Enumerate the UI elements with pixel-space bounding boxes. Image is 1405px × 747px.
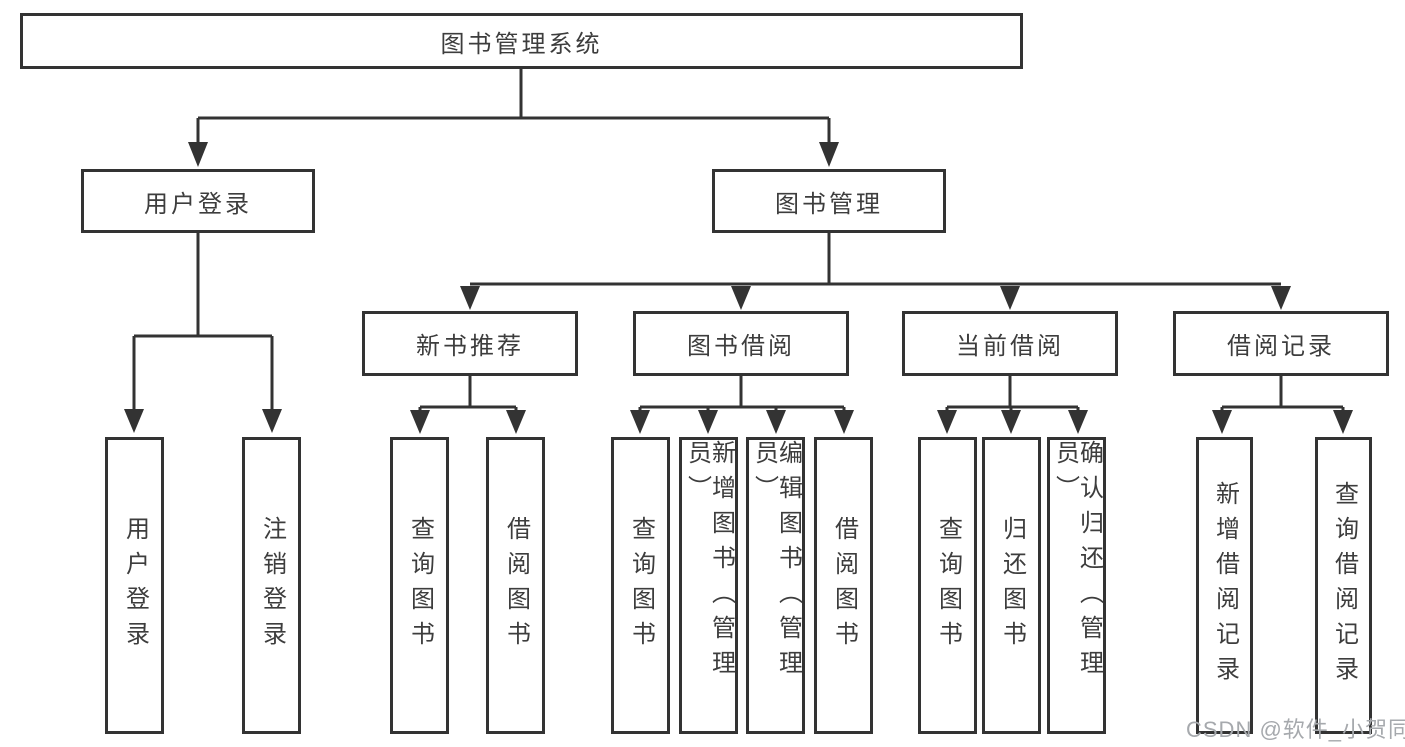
leaf-edit-book-admin-label: 编辑图书（管理员） bbox=[750, 440, 802, 685]
leaf-logout-login-label: 注销登录 bbox=[258, 515, 286, 656]
node-user-login: 用户登录 bbox=[81, 169, 315, 233]
connector-book-borrowing-to-leaves bbox=[630, 376, 854, 434]
node-new-book-recommend-label: 新书推荐 bbox=[416, 333, 524, 360]
leaf-edit-book-admin: 编辑图书（管理员） bbox=[746, 437, 805, 734]
leaf-add-book-admin: 新增图书（管理员） bbox=[679, 437, 738, 734]
leaf-query-borrow-record: 查询借阅记录 bbox=[1315, 437, 1372, 734]
connector-root-to-level2 bbox=[188, 69, 839, 167]
node-book-borrowing-label: 图书借阅 bbox=[687, 333, 795, 360]
node-borrowing-records-label: 借阅记录 bbox=[1227, 333, 1335, 360]
node-current-borrowing: 当前借阅 bbox=[902, 311, 1118, 376]
leaf-query-borrow-record-label: 查询借阅记录 bbox=[1330, 480, 1358, 691]
leaf-return-books: 归还图书 bbox=[982, 437, 1041, 734]
leaf-add-borrow-record-label: 新增借阅记录 bbox=[1211, 480, 1239, 691]
leaf-query-books-recommend-label: 查询图书 bbox=[406, 515, 434, 656]
leaf-query-books-recommend: 查询图书 bbox=[390, 437, 449, 734]
leaf-borrow-books-recommend: 借阅图书 bbox=[486, 437, 545, 734]
node-user-login-label: 用户登录 bbox=[144, 190, 252, 218]
leaf-add-book-admin-label: 新增图书（管理员） bbox=[683, 440, 735, 685]
leaf-logout-login: 注销登录 bbox=[242, 437, 301, 734]
leaf-confirm-return-admin: 确认归还（管理员） bbox=[1047, 437, 1106, 734]
leaf-borrow-books-borrowing-label: 借阅图书 bbox=[830, 515, 858, 656]
node-root: 图书管理系统 bbox=[20, 13, 1023, 69]
node-book-management-label: 图书管理 bbox=[775, 190, 883, 218]
connector-current-borrowing-to-leaves bbox=[937, 376, 1088, 434]
leaf-query-books-current: 查询图书 bbox=[918, 437, 977, 734]
node-current-borrowing-label: 当前借阅 bbox=[956, 333, 1064, 360]
node-new-book-recommend: 新书推荐 bbox=[362, 311, 578, 376]
connector-new-book-recommend-to-leaves bbox=[410, 376, 526, 434]
node-borrowing-records: 借阅记录 bbox=[1173, 311, 1389, 376]
leaf-borrow-books-recommend-label: 借阅图书 bbox=[502, 515, 530, 656]
connector-borrowing-records-to-leaves bbox=[1212, 376, 1353, 434]
node-book-borrowing: 图书借阅 bbox=[633, 311, 849, 376]
leaf-query-books-borrowing: 查询图书 bbox=[611, 437, 670, 734]
leaf-query-books-current-label: 查询图书 bbox=[934, 515, 962, 656]
leaf-user-login: 用户登录 bbox=[105, 437, 164, 734]
node-root-label: 图书管理系统 bbox=[440, 30, 603, 58]
node-book-management: 图书管理 bbox=[712, 169, 946, 233]
leaf-user-login-label: 用户登录 bbox=[121, 515, 149, 656]
connector-user-login-to-leaves bbox=[124, 233, 282, 433]
connector-book-management-to-level3 bbox=[460, 233, 1291, 310]
leaf-query-books-borrowing-label: 查询图书 bbox=[627, 515, 655, 656]
watermark: CSDN @软件_小贺同学 bbox=[1186, 717, 1405, 742]
leaf-borrow-books-borrowing: 借阅图书 bbox=[814, 437, 873, 734]
leaf-add-borrow-record: 新增借阅记录 bbox=[1196, 437, 1253, 734]
leaf-return-books-label: 归还图书 bbox=[998, 515, 1026, 656]
leaf-confirm-return-admin-label: 确认归还（管理员） bbox=[1051, 440, 1103, 685]
